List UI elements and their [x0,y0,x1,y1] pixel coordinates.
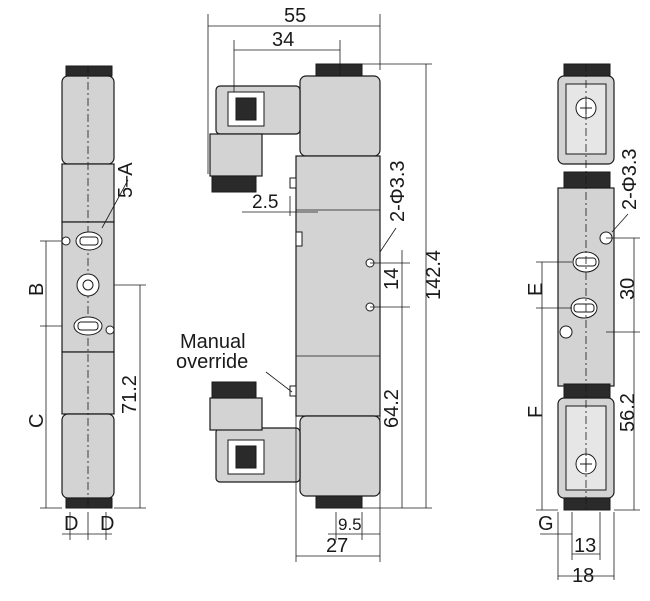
left-dim-d2: D [100,513,114,535]
right-dim-f: F [525,406,547,418]
dim-27: 27 [326,535,348,557]
right-dim-e: E [525,283,547,296]
middle-upper-coil [299,75,381,157]
dim-2-phi-3-3: 2-Φ3.3 [387,160,409,222]
manual-override-line2: override [176,351,248,373]
right-dim-18: 18 [572,565,594,587]
dim-55: 55 [284,5,306,27]
right-dim-13: 13 [574,535,596,557]
right-dim-30: 30 [617,278,639,300]
middle-lower-coil [299,415,381,497]
upper-cable-gland [209,133,263,177]
dim-142-4: 142.4 [423,250,445,300]
left-top-cap [65,65,113,77]
middle-front-view [207,14,432,562]
middle-main-body [295,155,381,417]
dim-34: 34 [272,29,294,51]
lower-cable-gland [209,397,263,431]
manual-override-line1: Manual [180,331,246,353]
right-dim-56-2: 56.2 [617,393,639,432]
right-dim-2-phi-3-3: 2-Φ3.3 [619,148,641,210]
left-dim-71-2: 71.2 [119,375,141,414]
dim-64-2: 64.2 [381,389,403,428]
dim-9-5: 9.5 [338,515,362,534]
left-dim-c: C [26,414,48,428]
dim-14: 14 [381,268,403,290]
left-port-label: 5–A [115,162,137,198]
left-bottom-cap [65,497,113,509]
right-side-view [536,63,640,580]
dim-2-5: 2.5 [252,192,278,213]
left-side-view [40,65,146,540]
left-dim-b: B [26,283,48,296]
right-dim-g: G [538,513,554,535]
left-dim-d1: D [64,513,78,535]
